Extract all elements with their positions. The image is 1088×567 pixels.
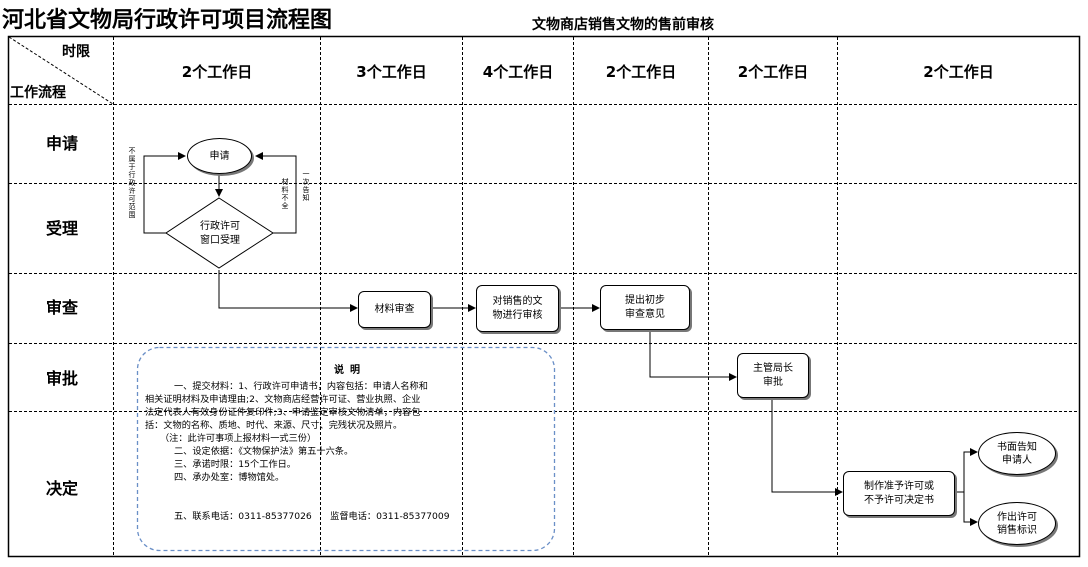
row-label-approve: 审批 [45, 369, 78, 388]
column-header-6: 2个工作日 [923, 63, 994, 81]
node-decision: 制作准予许可或 不予许可决定书 [843, 471, 955, 516]
column-header-4: 2个工作日 [605, 63, 677, 81]
node-director-approval: 主管局长 审批 [737, 353, 809, 398]
node-written-notice: 书面告知 申请人 [978, 432, 1056, 475]
row-label-decide: 决定 [45, 479, 78, 498]
page-title: 河北省文物局行政许可项目流程图 [2, 8, 333, 33]
header-time-label: 时限 [62, 44, 90, 60]
node-decision-line2: 不予许可决定书 [864, 494, 934, 506]
note-line: （注：此许可事项上报材料一式三份） [160, 433, 317, 444]
note-line: 相关证明材料及申请理由;2、文物商店经营许可证、营业执照、企业 [145, 394, 421, 405]
node-notify-line1: 书面告知 [997, 441, 1037, 453]
node-material-review-label: 材料审查 [374, 303, 415, 315]
label-one-time-notice: 一次告知 [302, 170, 310, 202]
note-line: 五、联系电话：0311-85377026 监督电话：0311-85377009 [174, 511, 450, 522]
node-relic-review-line2: 物进行审核 [492, 309, 543, 321]
header-flow-label: 工作流程 [10, 85, 66, 101]
node-permit-line2: 销售标识 [997, 524, 1037, 536]
node-initial-opinion: 提出初步 审查意见 [600, 285, 690, 330]
node-apply-label: 申请 [209, 150, 230, 162]
accept-diamond [165, 197, 274, 269]
node-initial-opinion-line1: 提出初步 [625, 294, 665, 306]
node-sale-permit: 作出许可 销售标识 [978, 502, 1056, 545]
node-notify-line2: 申请人 [1002, 454, 1032, 466]
label-not-in-scope: 不属于行政许可范围 [128, 147, 136, 219]
note-line: 括：文物的名称、质地、时代、来源、尺寸、完残状况及照片。 [145, 420, 403, 431]
note-line: 三、承诺时限：15个工作日。 [174, 459, 296, 470]
node-permit-line1: 作出许可 [997, 511, 1037, 523]
note-line: 法定代表人有效身份证件复印件;3、申请鉴定审核文物清单，内容包 [145, 407, 421, 418]
node-relic-review-line1: 对销售的文 [492, 295, 543, 307]
node-accept-line2: 窗口受理 [200, 235, 240, 246]
node-accept-line1: 行政许可 [200, 221, 240, 232]
node-director-line2: 审批 [763, 376, 783, 388]
node-relic-review: 对销售的文 物进行审核 [476, 285, 559, 332]
node-accept-label: 行政许可 窗口受理 [176, 220, 264, 248]
row-label-apply: 申请 [45, 134, 78, 153]
label-materials-incomplete: 材料不全 [281, 178, 289, 210]
node-initial-opinion-line2: 审查意见 [625, 308, 665, 320]
page-subtitle: 文物商店销售文物的售前审核 [532, 17, 714, 33]
node-director-line1: 主管局长 [753, 362, 793, 374]
column-header-1: 2个工作日 [181, 63, 253, 81]
note-title: 说明 [334, 365, 366, 376]
note-line: 一、提交材料：1、行政许可申请书，内容包括：申请人名称和 [174, 381, 428, 392]
note-line: 四、承办处室：博物馆处。 [174, 472, 285, 483]
note-line: 二、设定依据：《文物保护法》第五十六条。 [174, 446, 354, 457]
column-header-3: 4个工作日 [482, 63, 554, 81]
node-decision-line1: 制作准予许可或 [864, 480, 934, 492]
column-header-2: 3个工作日 [356, 63, 427, 81]
row-label-review: 审查 [45, 298, 78, 317]
row-label-accept: 受理 [45, 219, 78, 238]
column-header-5: 2个工作日 [737, 63, 809, 81]
node-material-review: 材料审查 [358, 291, 431, 328]
node-apply: 申请 [187, 138, 252, 174]
